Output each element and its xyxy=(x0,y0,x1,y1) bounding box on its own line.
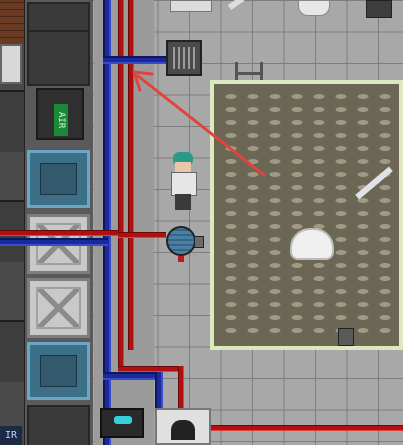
red-pipe[interactable] xyxy=(118,0,124,372)
air-canister-icon[interactable]: AIR xyxy=(36,88,84,140)
beacon-icon[interactable] xyxy=(338,328,354,346)
brick-wall-icon xyxy=(0,0,24,44)
blue-pipe[interactable] xyxy=(103,372,163,380)
air-label-top: AIR xyxy=(54,104,68,136)
airlock-door-icon[interactable] xyxy=(27,278,90,338)
player-legs xyxy=(175,194,191,210)
canister-nozzle xyxy=(194,236,204,248)
red-pipe[interactable] xyxy=(118,232,166,238)
scrubber-icon[interactable] xyxy=(166,40,202,76)
blue-pipe[interactable] xyxy=(103,56,169,64)
player-body xyxy=(171,172,197,196)
blue-pipe[interactable] xyxy=(0,238,108,246)
vent-icon[interactable] xyxy=(27,342,90,400)
locker-icon[interactable] xyxy=(366,0,392,18)
wall-segment xyxy=(0,90,24,152)
air-label-bottom: IR xyxy=(0,426,22,445)
red-pipe[interactable] xyxy=(118,366,184,372)
gas-canister-icon[interactable] xyxy=(166,224,204,264)
console-icon[interactable] xyxy=(0,44,22,84)
red-pipe[interactable] xyxy=(0,230,118,236)
player-icon[interactable] xyxy=(163,152,203,212)
vent-icon[interactable] xyxy=(27,150,90,208)
red-pipe[interactable] xyxy=(210,425,403,431)
computer-console-icon[interactable] xyxy=(100,408,144,438)
red-pipe[interactable] xyxy=(178,366,184,445)
carpet-icon[interactable] xyxy=(210,80,403,350)
canister-tag xyxy=(178,256,184,262)
dark-floor-tile xyxy=(27,30,90,86)
wall-segment xyxy=(0,320,24,382)
red-pipe[interactable] xyxy=(128,0,134,350)
carpet-pattern xyxy=(220,90,399,340)
dark-floor-tile xyxy=(27,405,90,445)
machine-icon[interactable] xyxy=(155,408,211,445)
player-face xyxy=(175,162,191,172)
blue-pipe[interactable] xyxy=(103,0,111,445)
fountain-icon[interactable] xyxy=(290,228,334,260)
top-object-icon[interactable] xyxy=(170,0,212,12)
sink-icon[interactable] xyxy=(298,0,330,16)
